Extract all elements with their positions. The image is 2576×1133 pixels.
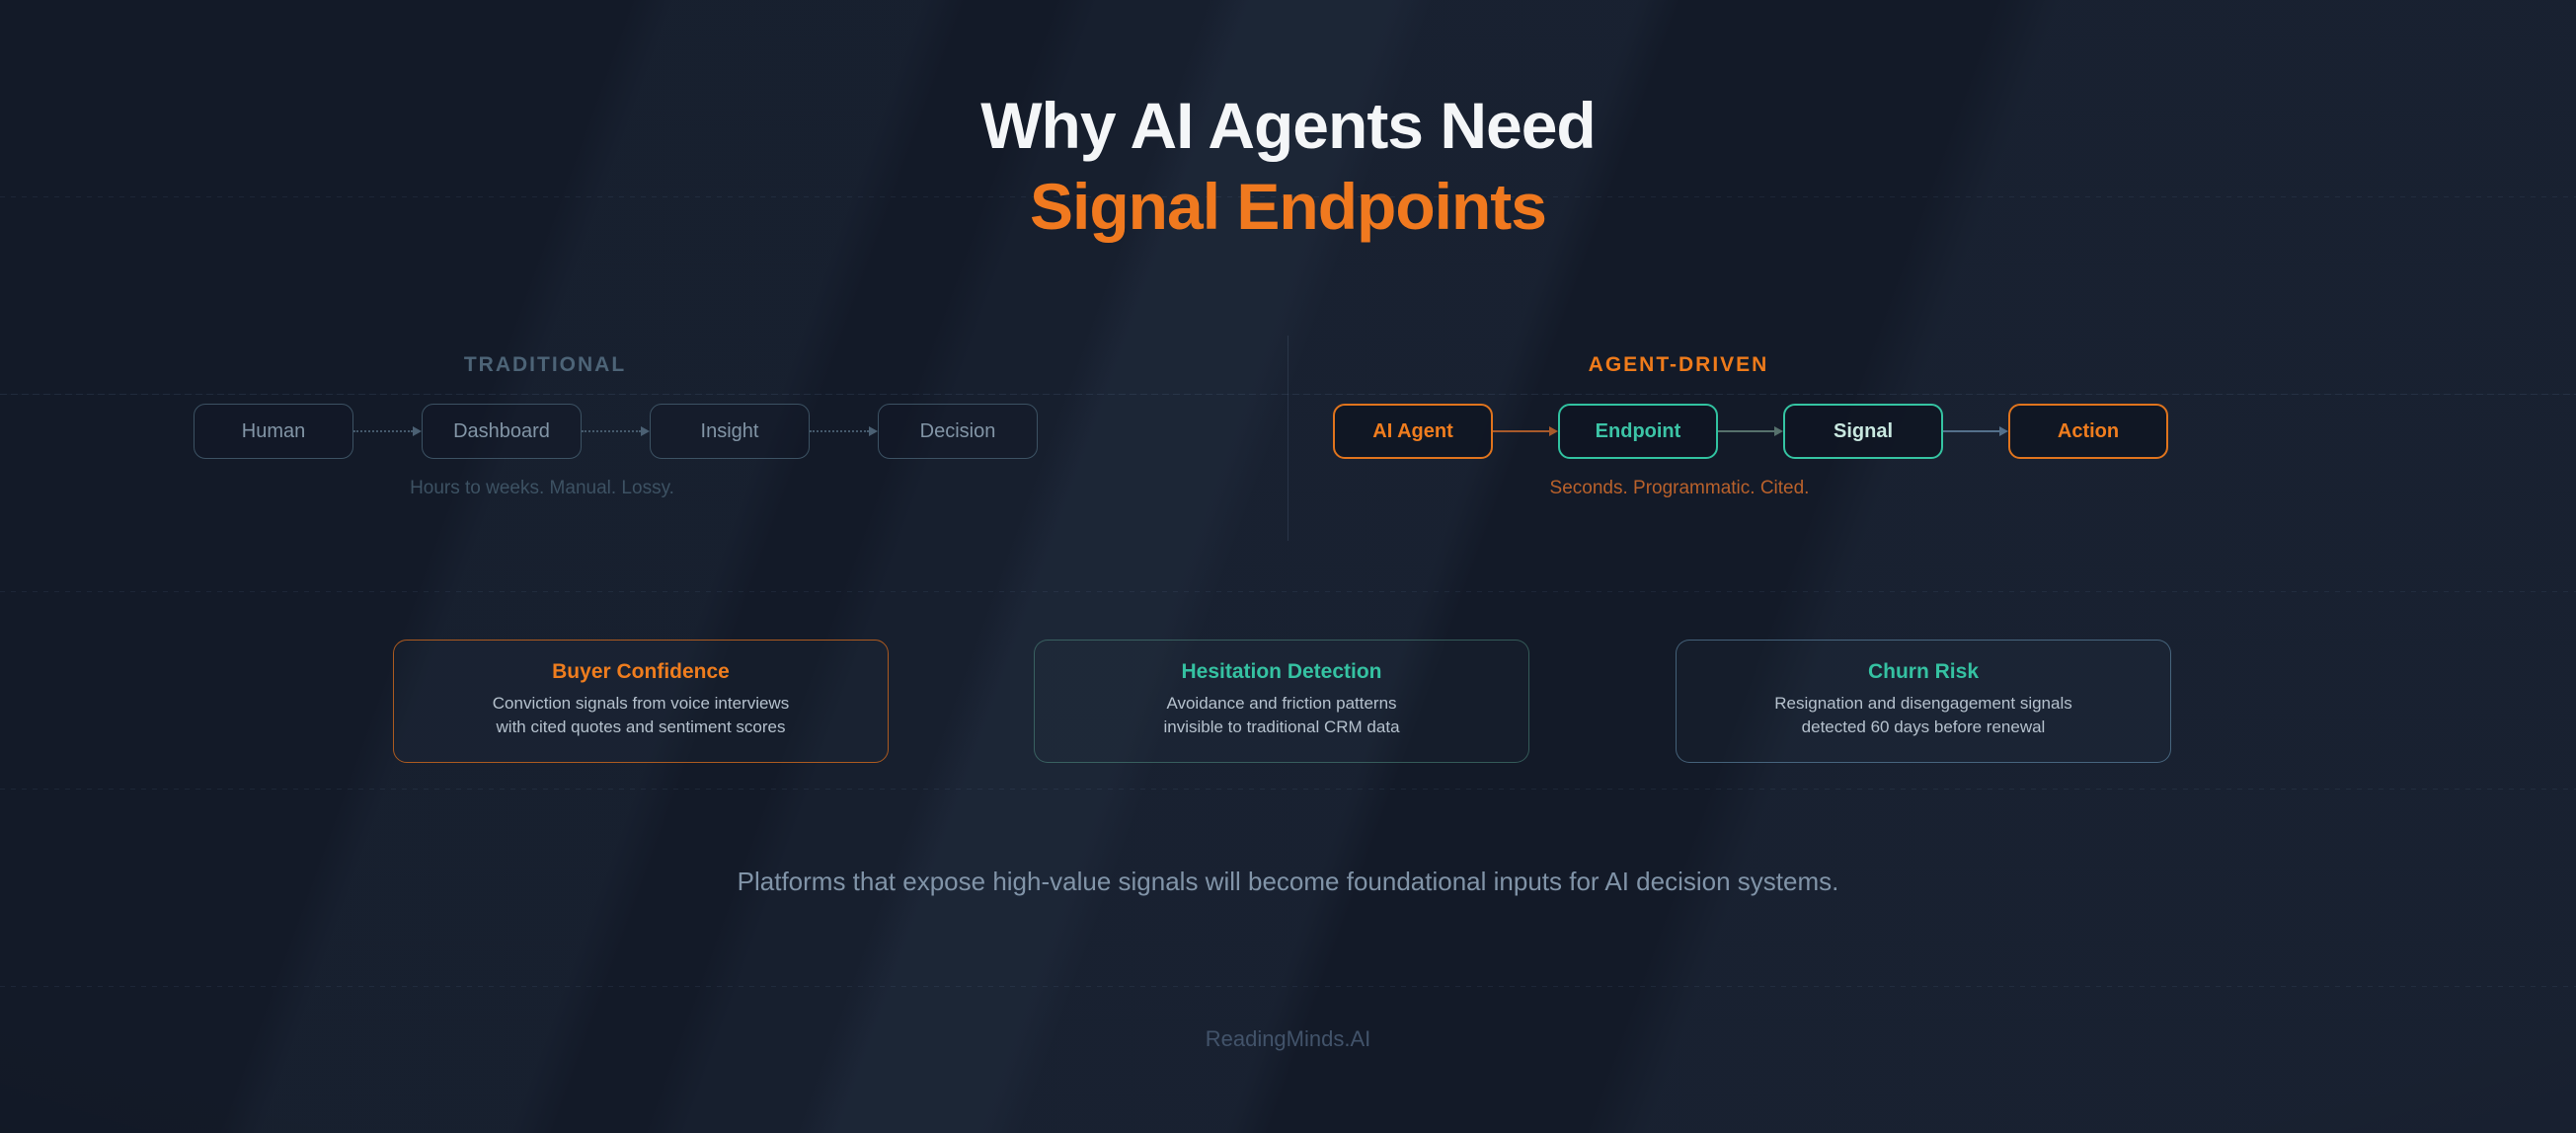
arrow-shaft: [582, 430, 641, 432]
card-body-line: invisible to traditional CRM data: [1163, 718, 1400, 736]
card-buyer-confidence: Buyer Confidence Conviction signals from…: [393, 640, 889, 763]
flow-node-endpoint: Endpoint: [1558, 404, 1718, 459]
flow-arrow-icon: [1493, 404, 1558, 459]
flow-arrow-icon: [582, 404, 650, 459]
card-title: Hesitation Detection: [1181, 660, 1382, 683]
flow-arrow-icon: [353, 404, 422, 459]
closing-statement: Platforms that expose high-value signals…: [737, 867, 1839, 896]
flow-traditional: Human Dashboard Insight Decision: [194, 404, 1038, 459]
card-body-line: Conviction signals from voice interviews: [492, 694, 790, 713]
arrow-head-icon: [1999, 426, 2008, 436]
flow-node-ai-agent: AI Agent: [1333, 404, 1493, 459]
section-label-agent-driven: AGENT-DRIVEN: [1588, 353, 1769, 376]
grid-line: [0, 394, 2576, 395]
arrow-shaft: [810, 430, 869, 432]
flow-node-insight: Insight: [650, 404, 810, 459]
arrow-shaft: [353, 430, 413, 432]
flow-node-signal: Signal: [1783, 404, 1943, 459]
flow-node-action: Action: [2008, 404, 2168, 459]
arrow-head-icon: [641, 426, 650, 436]
footer-brand: ReadingMinds.AI: [1205, 1026, 1371, 1051]
flow-node-decision: Decision: [878, 404, 1038, 459]
flow-agent-driven: AI Agent Endpoint Signal Action: [1333, 404, 2168, 459]
flow-arrow-icon: [810, 404, 878, 459]
arrow-shaft: [1718, 430, 1774, 432]
grid-line: [0, 591, 2576, 592]
card-hesitation-detection: Hesitation Detection Avoidance and frict…: [1034, 640, 1529, 763]
card-body-line: Resignation and disengagement signals: [1774, 694, 2072, 713]
grid-line: [0, 986, 2576, 987]
arrow-head-icon: [1774, 426, 1783, 436]
card-churn-risk: Churn Risk Resignation and disengagement…: [1676, 640, 2171, 763]
arrow-head-icon: [413, 426, 422, 436]
section-label-traditional: TRADITIONAL: [463, 353, 627, 376]
arrow-head-icon: [869, 426, 878, 436]
flow-node-dashboard: Dashboard: [422, 404, 582, 459]
card-title: Buyer Confidence: [552, 660, 730, 683]
title-line-2: Signal Endpoints: [1030, 170, 1547, 243]
card-body-line: detected 60 days before renewal: [1801, 718, 2046, 736]
grid-line: [0, 789, 2576, 790]
title-line-1: Why AI Agents Need: [980, 89, 1597, 162]
flow-node-human: Human: [194, 404, 353, 459]
arrow-shaft: [1943, 430, 1999, 432]
grid-line: [0, 196, 2576, 197]
flow-arrow-icon: [1718, 404, 1783, 459]
page-title: Why AI Agents Need Signal Endpoints: [0, 89, 2576, 243]
flow-caption-agent-driven: Seconds. Programmatic. Cited.: [1549, 478, 1810, 498]
card-body-line: Avoidance and friction patterns: [1166, 694, 1397, 713]
arrow-head-icon: [1549, 426, 1558, 436]
flow-arrow-icon: [1943, 404, 2008, 459]
flow-caption-traditional: Hours to weeks. Manual. Lossy.: [410, 478, 674, 498]
card-body-line: with cited quotes and sentiment scores: [496, 718, 786, 736]
arrow-shaft: [1493, 430, 1549, 432]
card-title: Churn Risk: [1867, 660, 1979, 683]
